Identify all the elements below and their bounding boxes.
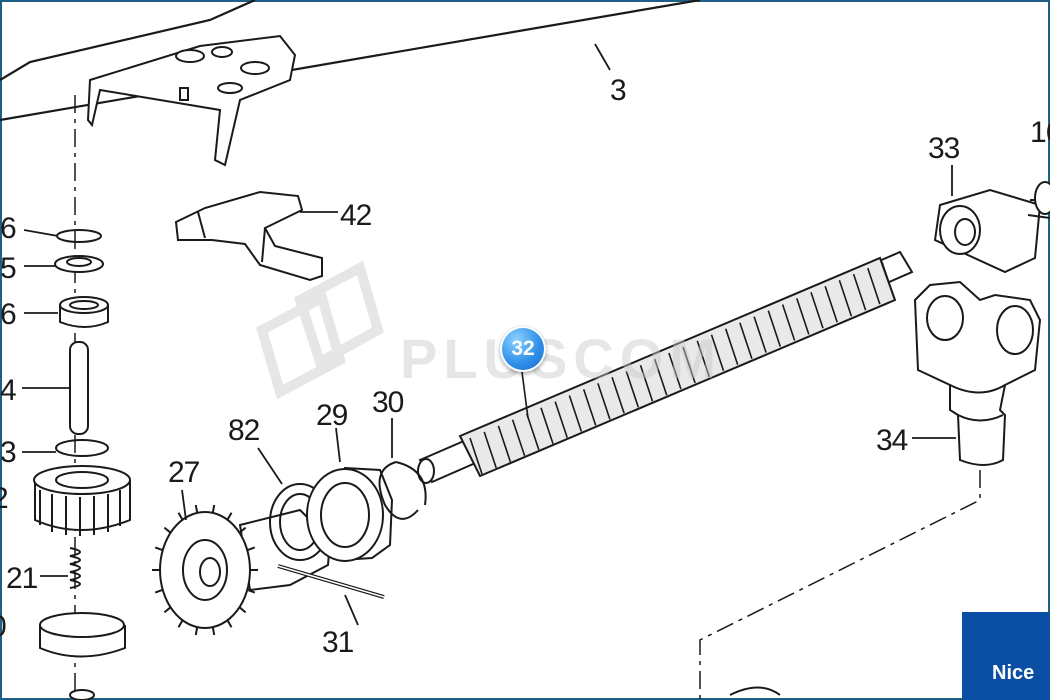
worm-thread (568, 395, 583, 432)
left-stack (33, 229, 131, 700)
worm-thread (511, 419, 526, 457)
highlight-badge-32[interactable]: 32 (500, 326, 546, 372)
worm-thread (838, 279, 853, 317)
gear-tooth (154, 588, 164, 594)
part-label-82: 82 (228, 414, 260, 447)
part-label-3: 3 (610, 74, 626, 107)
gear-tooth (238, 606, 247, 614)
part-label-25: 5 (0, 252, 16, 285)
part-label-21: 21 (6, 562, 38, 595)
part-label-33: 33 (928, 132, 960, 165)
bevel-gear (152, 504, 332, 636)
part-label-26a: 6 (0, 212, 16, 245)
part-label-23: 3 (0, 436, 16, 469)
gear-tooth (177, 512, 184, 521)
part-label-30: 30 (372, 386, 404, 419)
worm-thread (582, 389, 597, 426)
worm-thread (469, 437, 483, 475)
gear-tooth (194, 626, 199, 636)
worm-thread (852, 273, 867, 311)
part-label-26b: 6 (0, 298, 16, 331)
part-label-42: 42 (340, 199, 372, 232)
worm-thread (611, 377, 625, 414)
worm-thread (710, 334, 725, 372)
gear-tooth (238, 526, 247, 534)
circlip-part (378, 461, 427, 520)
worm-thread (753, 316, 767, 353)
seal-part (306, 466, 394, 562)
worm-thread (653, 358, 668, 396)
worm-thread (781, 304, 796, 341)
worm-thread (540, 407, 554, 444)
brand-logo-text: Nice (992, 662, 1035, 684)
worm-thread (554, 401, 568, 438)
worm-thread (767, 310, 782, 347)
watermark-text: PLUSCOM (400, 327, 722, 390)
worm-thread (682, 346, 696, 384)
worm-thread (625, 370, 640, 408)
housing-outline (0, 0, 701, 122)
worm-thread (696, 340, 711, 378)
watermark-logo (256, 260, 384, 400)
gear-tooth (163, 526, 172, 534)
gear-tooth (211, 626, 216, 636)
bushing-part (933, 188, 1050, 274)
worm-shaft (417, 250, 914, 484)
gear-tooth (246, 546, 256, 552)
upper-bracket (86, 34, 297, 167)
worm-thread (881, 261, 895, 299)
gear-tooth (177, 619, 184, 628)
gear-tooth (246, 588, 256, 594)
worm-thread (668, 352, 682, 390)
worm-thread (597, 383, 611, 420)
fork-part (913, 280, 1042, 466)
worm-thread (497, 425, 512, 463)
worm-thread (796, 298, 810, 335)
part-label-20: 0 (0, 610, 6, 643)
worm-thread (483, 431, 497, 469)
worm-thread (867, 267, 881, 305)
worm-thread (724, 328, 739, 366)
gear-tooth (154, 546, 164, 552)
brand-box (962, 612, 1050, 700)
worm-thread (810, 292, 824, 329)
gear-tooth (226, 619, 233, 628)
worm-thread (739, 322, 753, 359)
part-label-34: 34 (876, 424, 908, 457)
worm-thread (639, 364, 654, 402)
gear-tooth (226, 512, 233, 521)
gear-tooth (163, 606, 172, 614)
part-label-22: 2 (0, 482, 8, 515)
gear-tooth (211, 504, 216, 514)
part-label-24: 4 (0, 374, 16, 407)
part-label-31: 31 (322, 626, 354, 659)
worm-thread (824, 286, 838, 323)
part-label-27: 27 (168, 456, 200, 489)
part-label-16: 16 (1030, 116, 1050, 149)
part-label-29: 29 (316, 399, 348, 432)
gear-tooth (194, 504, 199, 514)
clip-part (174, 190, 323, 282)
